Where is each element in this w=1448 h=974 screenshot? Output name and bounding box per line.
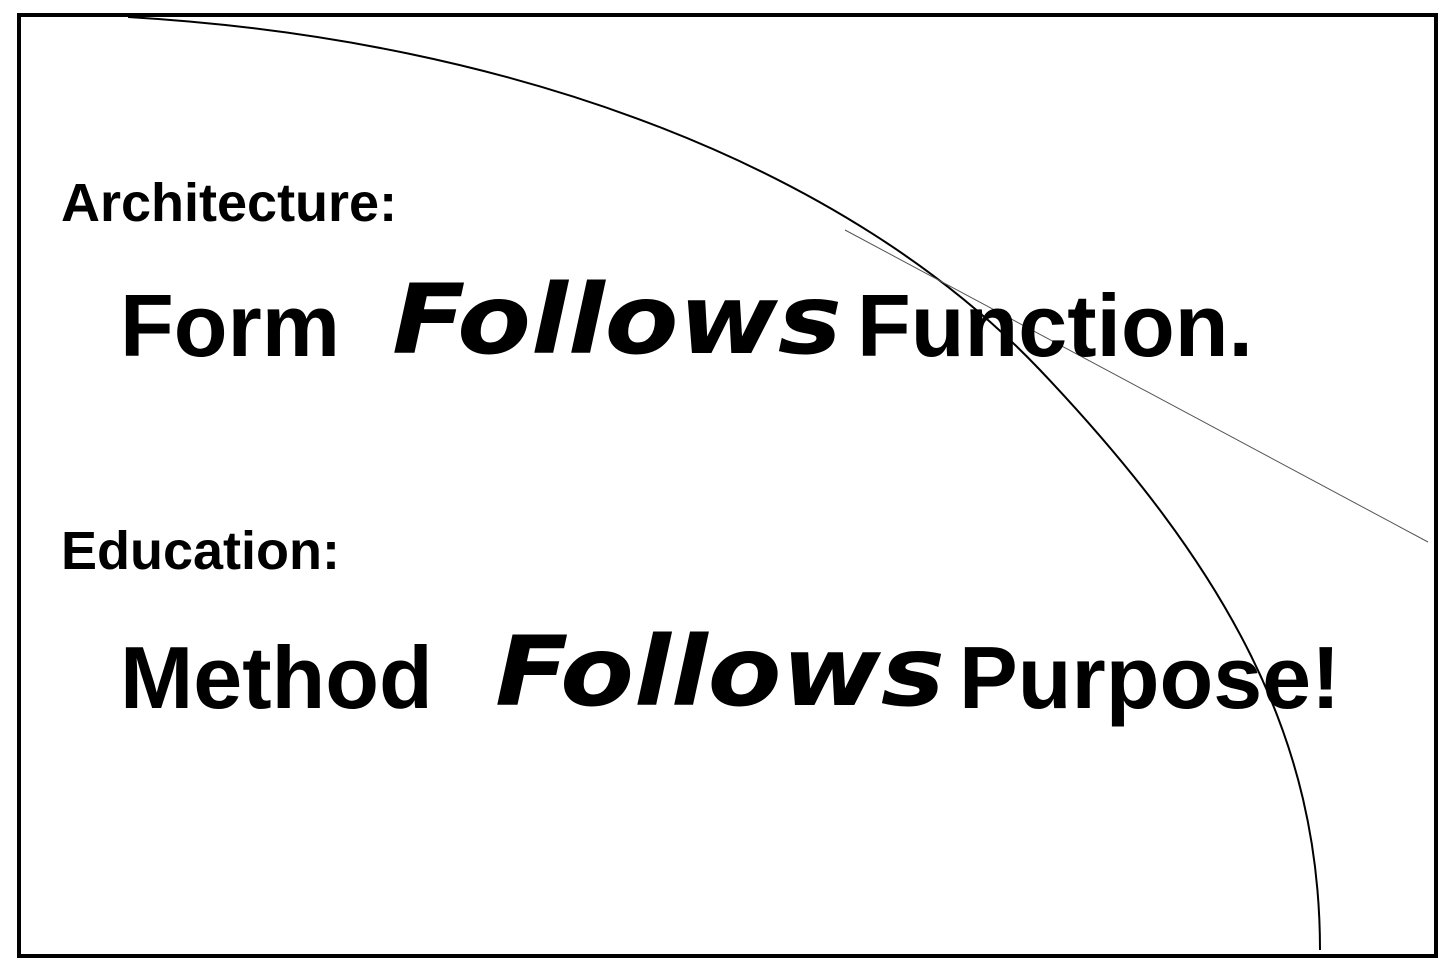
education-label: Education: [61, 521, 340, 581]
education-motto-emphasis: Follows [495, 616, 945, 728]
education-motto-word-1: Method [120, 628, 433, 727]
education-motto-word-3: Purpose! [959, 628, 1341, 727]
architecture-label: Architecture: [61, 173, 398, 233]
architecture-motto-emphasis: Follows [392, 264, 842, 376]
architecture-motto-word-1: Form [120, 276, 340, 375]
slide-border [17, 13, 1438, 958]
architecture-motto-word-3: Function. [857, 276, 1253, 375]
